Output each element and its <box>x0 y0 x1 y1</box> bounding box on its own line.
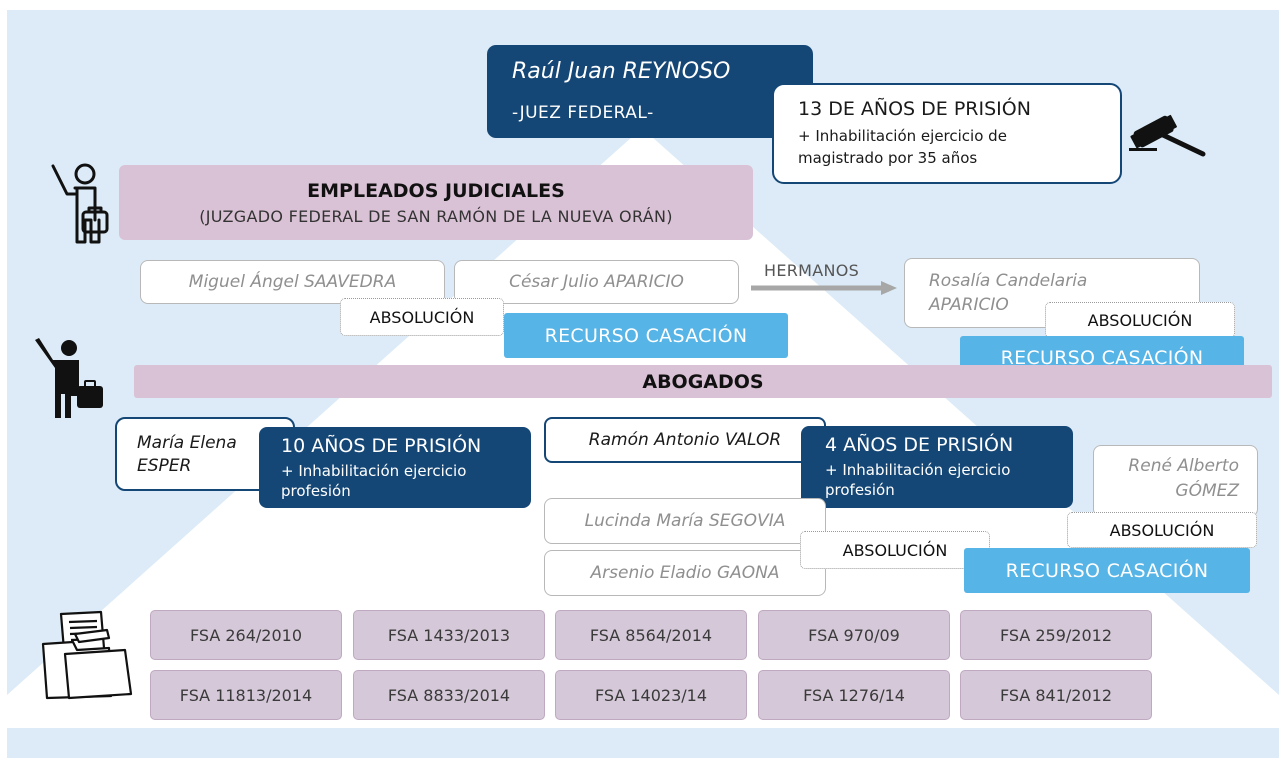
esper-sentence-title: 10 AÑOS DE PRISIÓN <box>281 435 482 457</box>
judge-sentence-title: 13 DE AÑOS DE PRISIÓN <box>798 98 1031 120</box>
case-file-8: FSA 14023/14 <box>555 670 747 720</box>
absolution-badge-3: ABSOLUCIÓN <box>800 531 990 569</box>
valor-sentence-box: 4 AÑOS DE PRISIÓN + Inhabilitación ejerc… <box>801 426 1073 508</box>
judge-box: Raúl Juan REYNOSO -JUEZ FEDERAL- <box>487 45 813 138</box>
employees-header: EMPLEADOS JUDICIALES (JUZGADO FEDERAL DE… <box>119 165 753 240</box>
lawyer-gomez-line2: GÓMEZ <box>1175 481 1239 501</box>
case-file-9: FSA 1276/14 <box>758 670 950 720</box>
case-file-5: FSA 259/2012 <box>960 610 1152 660</box>
case-file-6: FSA 11813/2014 <box>150 670 342 720</box>
judge-sentence-box: 13 DE AÑOS DE PRISIÓN + Inhabilitación e… <box>772 83 1122 184</box>
absolution-badge-1: ABSOLUCIÓN <box>340 298 504 336</box>
lawyer-valor-name: Ramón Antonio VALOR <box>588 430 782 450</box>
lawyers-header: ABOGADOS <box>134 365 1272 398</box>
lawyer-gomez: René Alberto GÓMEZ <box>1093 445 1258 517</box>
gavel-icon <box>1129 114 1206 157</box>
lawyer-esper-line2: ESPER <box>137 456 192 476</box>
siblings-label: HERMANOS <box>764 261 860 280</box>
esper-sentence-line1: + Inhabilitación ejercicio <box>281 462 467 480</box>
case-file-3: FSA 8564/2014 <box>555 610 747 660</box>
lawyer-esper-line1: María Elena <box>137 433 237 453</box>
diagram-canvas: Raúl Juan REYNOSO -JUEZ FEDERAL- 13 DE A… <box>7 10 1279 758</box>
employee-saavedra: Miguel Ángel SAAVEDRA <box>140 260 445 304</box>
absolution-badge-4: ABSOLUCIÓN <box>1067 512 1257 548</box>
case-file-1: FSA 264/2010 <box>150 610 342 660</box>
judge-role: -JUEZ FEDERAL- <box>512 103 654 123</box>
valor-sentence-title: 4 AÑOS DE PRISIÓN <box>825 434 1014 456</box>
lawyer-with-briefcase-icon <box>35 338 103 418</box>
employees-subheading: (JUZGADO FEDERAL DE SAN RAMÓN DE LA NUEV… <box>199 207 673 226</box>
valor-sentence-line1: + Inhabilitación ejercicio <box>825 461 1011 479</box>
lawyers-heading: ABOGADOS <box>642 370 764 393</box>
employee-aparicio-cesar-name: César Julio APARICIO <box>509 272 684 292</box>
employee-saavedra-name: Miguel Ángel SAAVEDRA <box>188 272 397 292</box>
lawyer-gaona-name: Arsenio Eladio GAONA <box>590 563 780 583</box>
employee-aparicio-rosalia-line1: Rosalía Candelaria <box>929 271 1088 291</box>
case-folders-icon <box>41 610 133 700</box>
lawyer-segovia: Lucinda María SEGOVIA <box>544 498 826 544</box>
lawyer-gomez-line1: René Alberto <box>1128 456 1239 476</box>
lawyer-gaona: Arsenio Eladio GAONA <box>544 550 826 596</box>
case-file-7: FSA 8833/2014 <box>353 670 545 720</box>
appeal-badge-1: RECURSO CASACIÓN <box>504 313 788 358</box>
case-file-4: FSA 970/09 <box>758 610 950 660</box>
appeal-badge-3: RECURSO CASACIÓN <box>964 548 1250 593</box>
judge-sentence-line1: + Inhabilitación ejercicio de <box>798 127 1007 145</box>
valor-sentence-line2: profesión <box>825 481 895 499</box>
absolution-badge-2: ABSOLUCIÓN <box>1045 302 1235 338</box>
employee-aparicio-cesar: César Julio APARICIO <box>454 260 739 304</box>
case-file-2: FSA 1433/2013 <box>353 610 545 660</box>
judge-sentence-line2: magistrado por 35 años <box>798 149 978 167</box>
lawyer-valor: Ramón Antonio VALOR <box>544 417 826 463</box>
employee-aparicio-rosalia-line2: APARICIO <box>929 295 1009 315</box>
employees-heading: EMPLEADOS JUDICIALES <box>307 180 565 202</box>
case-file-10: FSA 841/2012 <box>960 670 1152 720</box>
businessman-hailing-icon <box>51 163 109 244</box>
esper-sentence-line2: profesión <box>281 482 351 500</box>
siblings-arrow <box>751 281 897 295</box>
judge-name: Raúl Juan REYNOSO <box>512 59 731 84</box>
esper-sentence-box: 10 AÑOS DE PRISIÓN + Inhabilitación ejer… <box>259 427 531 508</box>
lawyer-segovia-name: Lucinda María SEGOVIA <box>584 511 786 531</box>
